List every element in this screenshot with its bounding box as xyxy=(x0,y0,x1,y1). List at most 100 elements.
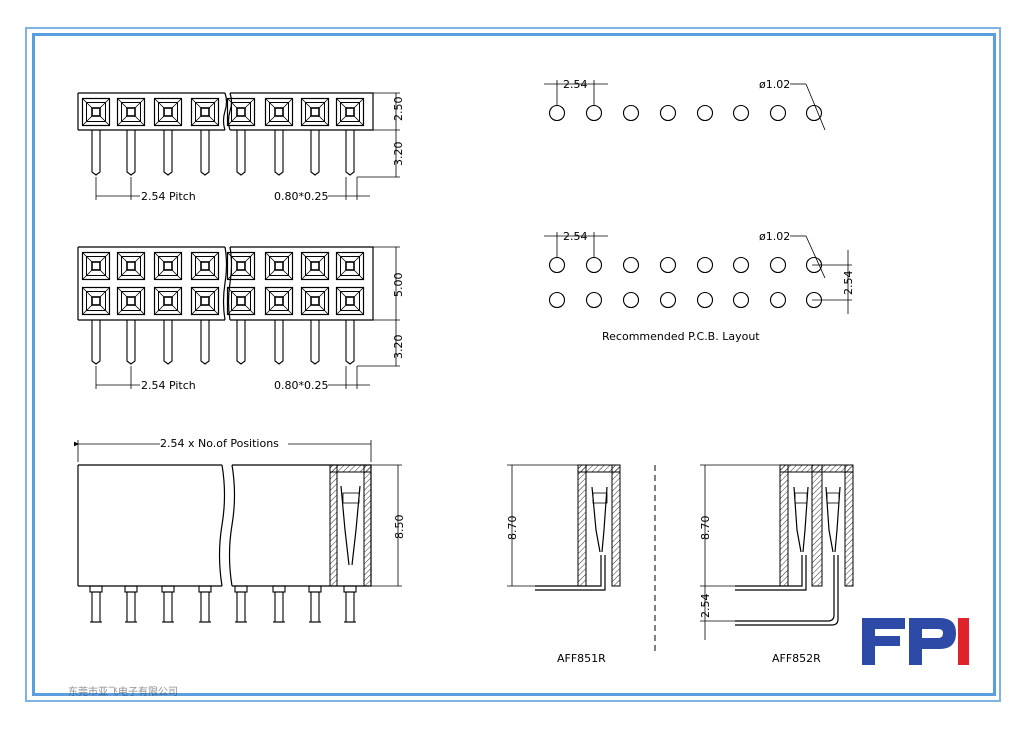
contact-corner xyxy=(82,269,93,280)
contact-corner xyxy=(265,304,276,315)
pcb-layout-double: 2.54 ø1.02 2.54 Recommended P.C.B. Layou… xyxy=(544,230,855,343)
contact-inner xyxy=(231,256,251,276)
contact-corner xyxy=(353,287,364,298)
dim-870-b-label: 8.70 xyxy=(699,516,712,541)
contact-corner xyxy=(208,304,219,315)
pcb-hole xyxy=(622,104,640,122)
contact-corner xyxy=(282,98,293,109)
contact-pin-square xyxy=(200,107,210,117)
dim-500-label: 5.00 xyxy=(392,273,405,298)
contact-corner xyxy=(117,252,128,263)
contact-pin-square xyxy=(163,296,173,306)
contact-cell xyxy=(81,97,111,127)
contact-corner xyxy=(82,98,93,109)
contact-pin-square xyxy=(274,261,284,271)
double-row-contacts xyxy=(81,251,365,316)
contact-inner xyxy=(195,291,215,311)
pcb-hole xyxy=(585,291,603,309)
contact-pin-square xyxy=(274,296,284,306)
contact-corner xyxy=(244,269,255,280)
contact-inner xyxy=(158,256,178,276)
pcb-hole xyxy=(659,256,677,274)
contact-corner xyxy=(265,98,276,109)
contact-cell xyxy=(300,286,330,316)
pin xyxy=(126,130,136,176)
aff852r-view: 8.70 2.54 AFF852R xyxy=(699,464,854,665)
contact-inner xyxy=(305,291,325,311)
pcb-double-holes xyxy=(548,256,823,309)
contact-corner xyxy=(244,98,255,109)
pin xyxy=(345,130,355,176)
pcb-hole xyxy=(769,256,787,274)
contact-corner xyxy=(171,252,182,263)
contact-inner xyxy=(86,102,106,122)
contact-corner xyxy=(301,287,312,298)
pcb-hole xyxy=(769,291,787,309)
pin xyxy=(126,320,136,365)
pcb-hole xyxy=(732,291,750,309)
contact-corner xyxy=(154,252,165,263)
side-pin-leg xyxy=(200,591,210,623)
contact-corner xyxy=(82,115,93,126)
contact-cell xyxy=(153,97,183,127)
contact-corner xyxy=(318,269,329,280)
side-pin-leg xyxy=(274,591,284,623)
pin xyxy=(163,130,173,176)
contact-cell xyxy=(81,286,111,316)
contact-corner xyxy=(191,269,202,280)
contact-cell xyxy=(300,97,330,127)
contact-corner xyxy=(318,252,329,263)
contact-corner xyxy=(336,98,347,109)
side-view xyxy=(77,464,372,623)
contact-corner xyxy=(134,269,145,280)
contact-corner xyxy=(265,252,276,263)
contact-corner xyxy=(134,304,145,315)
contact-corner xyxy=(154,115,165,126)
pcb-hole xyxy=(805,104,823,122)
contact-corner xyxy=(265,269,276,280)
contact-corner xyxy=(301,115,312,126)
pcb-hole xyxy=(696,291,714,309)
footer-note: 东莞市亚飞电子有限公司 xyxy=(68,687,178,698)
single-row-dims: 2.50 3.20 2.54 Pitch 0.80*0.25 xyxy=(95,92,405,203)
side-pin-collar xyxy=(343,585,357,593)
inner-frame xyxy=(32,33,996,696)
side-view-dims: 2.54 x No.of Positions 8.50 xyxy=(74,437,406,587)
contact-corner xyxy=(191,304,202,315)
contact-corner xyxy=(227,269,238,280)
contact-inner xyxy=(86,291,106,311)
pcb-hole xyxy=(548,256,566,274)
contact-corner xyxy=(191,252,202,263)
contact-pin-square xyxy=(91,261,101,271)
contact-corner xyxy=(227,287,238,298)
contact-corner xyxy=(191,115,202,126)
contact-pin-square xyxy=(345,261,355,271)
contact-corner xyxy=(244,287,255,298)
pcb-hole-2-label: ø1.02 xyxy=(759,230,790,243)
contact-inner xyxy=(340,291,360,311)
contact-corner xyxy=(154,304,165,315)
pcb-single-holes xyxy=(548,104,823,122)
contact-corner xyxy=(318,287,329,298)
side-pin-collar xyxy=(161,585,175,593)
pcb-hole xyxy=(585,256,603,274)
contact-inner xyxy=(269,256,289,276)
single-row-contacts xyxy=(81,97,365,127)
dim-320-mid-label: 3.20 xyxy=(392,335,405,360)
contact-corner xyxy=(282,115,293,126)
contact-corner xyxy=(353,115,364,126)
pin xyxy=(200,130,210,176)
contact-corner xyxy=(282,252,293,263)
contact-corner xyxy=(99,98,110,109)
contact-pin-square xyxy=(91,296,101,306)
pin xyxy=(274,130,284,176)
pin xyxy=(310,130,320,176)
contact-corner xyxy=(99,269,110,280)
contact-corner xyxy=(99,252,110,263)
contact-corner xyxy=(265,287,276,298)
pcb-caption: Recommended P.C.B. Layout xyxy=(602,330,760,343)
contact-cell xyxy=(116,97,146,127)
contact-corner xyxy=(227,115,238,126)
